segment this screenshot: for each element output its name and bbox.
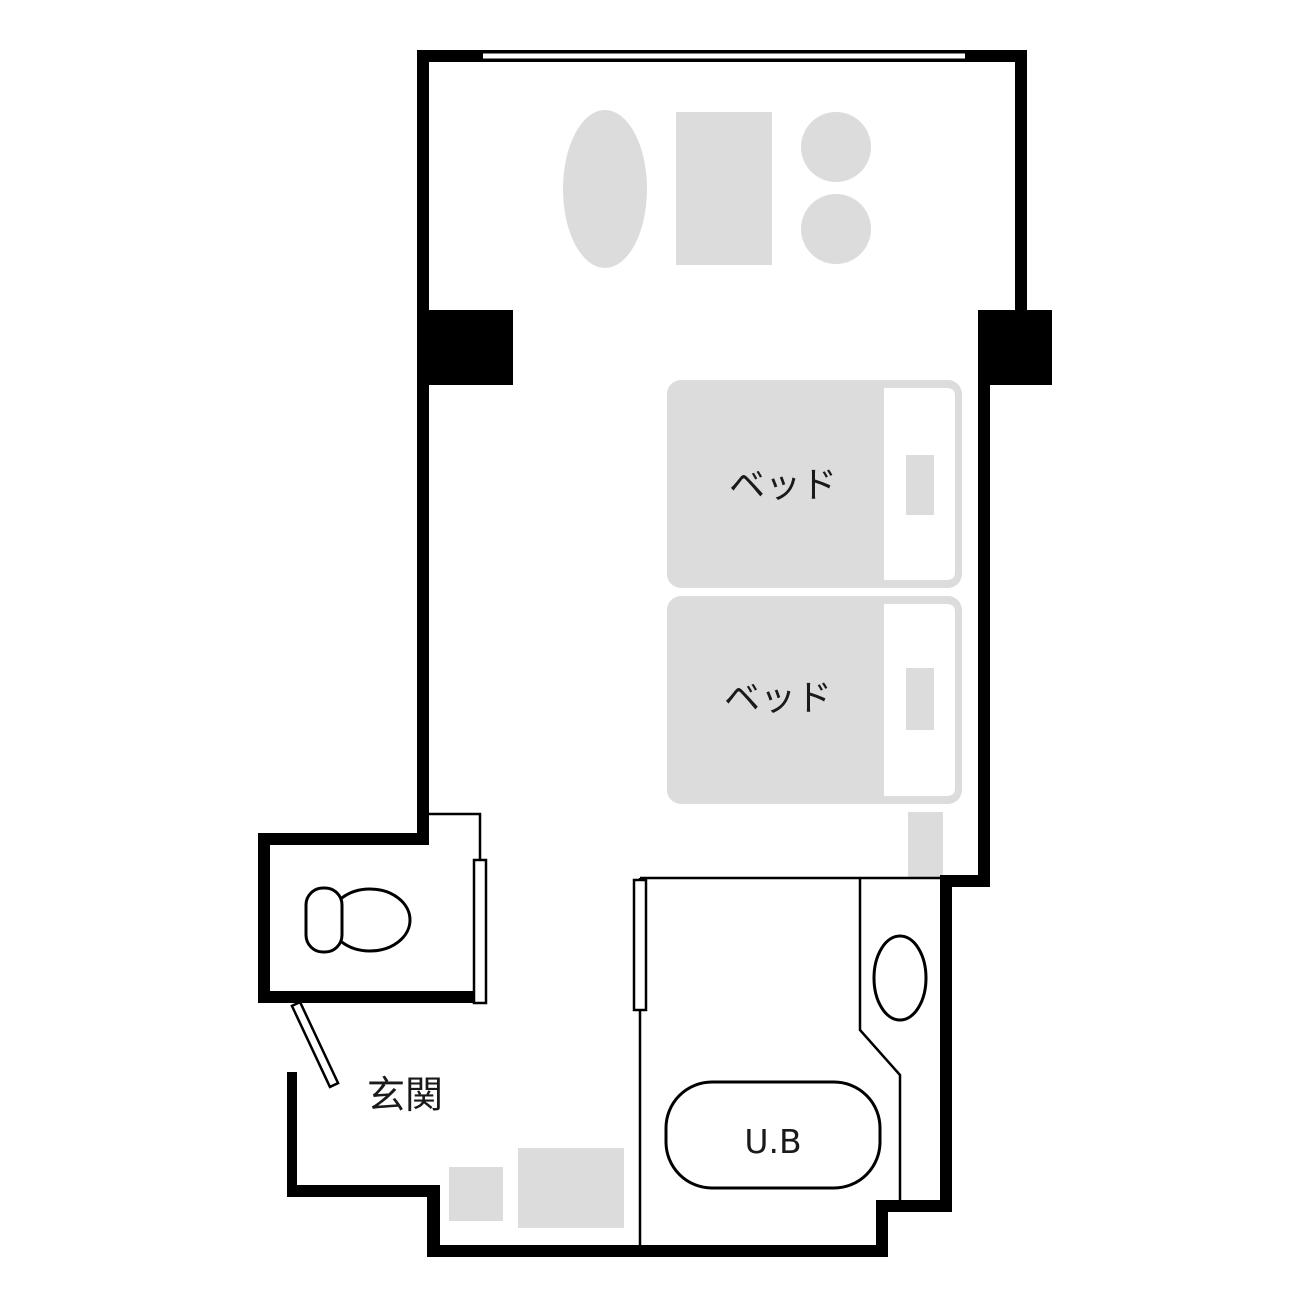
toilet-sliding-door bbox=[472, 858, 488, 1005]
bed-2-label: ベッド bbox=[724, 678, 832, 719]
wall-left bbox=[417, 50, 429, 845]
entrance-door bbox=[290, 1000, 340, 1089]
bath-sliding-door bbox=[632, 878, 648, 1012]
unit-bath: U.B bbox=[632, 876, 941, 1246]
wall-toilet-bottom bbox=[258, 991, 474, 1003]
toilet-icon bbox=[304, 886, 412, 954]
wall-right-lower bbox=[940, 875, 952, 1212]
wall-entrance-recess bbox=[427, 1185, 440, 1257]
bed-2-pillow bbox=[906, 668, 934, 730]
wall-right-middle bbox=[978, 385, 990, 887]
wall-toilet-left bbox=[258, 833, 270, 1003]
washbasin-icon bbox=[872, 934, 928, 1022]
wall-step-right bbox=[940, 875, 990, 887]
toilet-tank bbox=[304, 886, 344, 954]
wall-step-bottom bbox=[876, 1200, 952, 1212]
wall-step-vertical bbox=[876, 1200, 888, 1257]
pillar-right bbox=[978, 310, 1052, 385]
shoe-cabinet bbox=[518, 1148, 624, 1228]
wall-right-upper bbox=[1015, 50, 1027, 312]
unit-bath-label: U.B bbox=[744, 1122, 801, 1161]
wall-entrance-bottom bbox=[287, 1185, 440, 1197]
oval-table bbox=[563, 110, 647, 268]
square-table bbox=[676, 112, 772, 265]
storage-unit bbox=[908, 812, 943, 878]
bath-vanity-partition bbox=[858, 878, 902, 1200]
walls bbox=[258, 50, 1052, 1257]
bed-1: ベッド bbox=[667, 380, 962, 588]
wall-entrance-left bbox=[287, 1072, 297, 1197]
bed-1-label: ベッド bbox=[729, 465, 837, 506]
dining-set bbox=[563, 110, 871, 268]
pillar-left bbox=[417, 310, 513, 385]
wall-bottom bbox=[427, 1245, 888, 1257]
bed-1-pillow bbox=[906, 455, 934, 515]
wall-toilet-top bbox=[258, 833, 429, 845]
bed-2: ベッド bbox=[667, 596, 962, 804]
entrance-label: 玄関 bbox=[367, 1073, 443, 1117]
window bbox=[483, 53, 965, 59]
entrance-cabinet-small bbox=[449, 1167, 503, 1221]
toilet-partition bbox=[429, 812, 482, 860]
bathtub-icon bbox=[664, 1080, 882, 1190]
chair-upper bbox=[801, 112, 871, 182]
chair-lower bbox=[801, 194, 871, 264]
